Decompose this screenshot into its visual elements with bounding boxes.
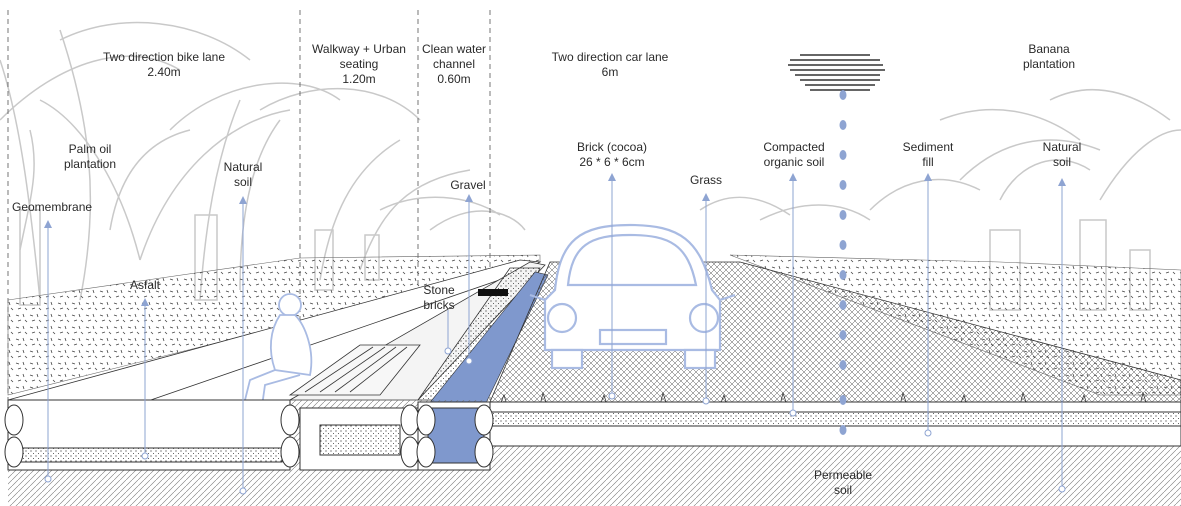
grass-label: Grass <box>689 173 722 187</box>
compacted-soil-label: Compacted organic soil <box>752 140 836 170</box>
grass-strip <box>499 391 1148 406</box>
banana-title-2: plantation <box>1022 57 1076 71</box>
sediment-title: Sediment <box>902 140 954 154</box>
water-channel-width: 0.60m <box>437 72 471 86</box>
bike-lane-title: Two direction bike lane <box>102 50 226 64</box>
banana-plantation-label: Banana plantation <box>1010 42 1088 72</box>
natural-soil-left-label: Natural soil <box>213 160 273 190</box>
bike-lane-label: Two direction bike lane 2.40m <box>84 50 244 80</box>
stone-bricks-label: Stone bricks <box>410 283 468 313</box>
pavement-substructure <box>4 399 1181 506</box>
geomembrane-label: Geomembrane <box>12 200 93 214</box>
brick-label: Brick (cocoa) 26 * 6 * 6cm <box>560 140 664 170</box>
permeable-title: Permeable <box>813 468 873 482</box>
gravel-label: Gravel <box>450 178 486 192</box>
natural-soil-right-title-2: soil <box>1052 155 1071 169</box>
palm-oil-label: Palm oil plantation <box>50 142 130 172</box>
brick-title: Brick (cocoa) <box>576 140 647 154</box>
palm-oil-title: Palm oil <box>68 142 112 156</box>
leader-lines <box>44 175 1066 495</box>
compacted-soil-title: Compacted <box>763 140 825 154</box>
natural-soil-right-label: Natural soil <box>1032 140 1092 170</box>
natural-soil-left-title-2: soil <box>233 175 252 189</box>
stone-brick-marker <box>478 289 508 296</box>
permeable-title-2: soil <box>833 483 852 497</box>
compacted-soil-title-2: organic soil <box>763 155 825 169</box>
walkway-title-2: seating <box>339 57 379 71</box>
banana-title: Banana <box>1028 42 1070 56</box>
palm-trees-illustration <box>0 21 526 306</box>
stone-bricks-title-2: bricks <box>423 298 455 312</box>
asfalt-label: Asfalt <box>129 278 160 292</box>
water-channel-title: Clean water <box>421 42 487 56</box>
leader-arrowheads <box>44 173 1066 306</box>
natural-soil-left-title: Natural <box>223 160 263 174</box>
walkway-title: Walkway + Urban <box>312 42 406 56</box>
permeable-soil-label: Permeable soil <box>800 468 886 498</box>
brick-size: 26 * 6 * 6cm <box>579 155 645 169</box>
sediment-fill-label: Sediment fill <box>893 140 963 170</box>
natural-soil-right-title: Natural <box>1042 140 1082 154</box>
car-lane-width: 6m <box>601 65 619 79</box>
water-channel-label: Clean water channel 0.60m <box>419 42 489 87</box>
car-lane-title: Two direction car lane <box>551 50 669 64</box>
walkway-width: 1.20m <box>342 72 376 86</box>
bike-lane-width: 2.40m <box>147 65 181 79</box>
walkway-label: Walkway + Urban seating 1.20m <box>303 42 415 87</box>
water-channel-title-2: channel <box>432 57 476 71</box>
urban-bench <box>288 344 421 396</box>
seated-person-icon <box>239 293 313 421</box>
car-icon <box>529 223 736 370</box>
raindrop-icon <box>839 90 847 435</box>
car-lane-label: Two direction car lane 6m <box>540 50 680 80</box>
stone-bricks-title: Stone <box>423 283 455 297</box>
palm-oil-title-2: plantation <box>63 157 117 171</box>
cloud-icon <box>788 54 885 91</box>
sediment-title-2: fill <box>922 155 934 169</box>
